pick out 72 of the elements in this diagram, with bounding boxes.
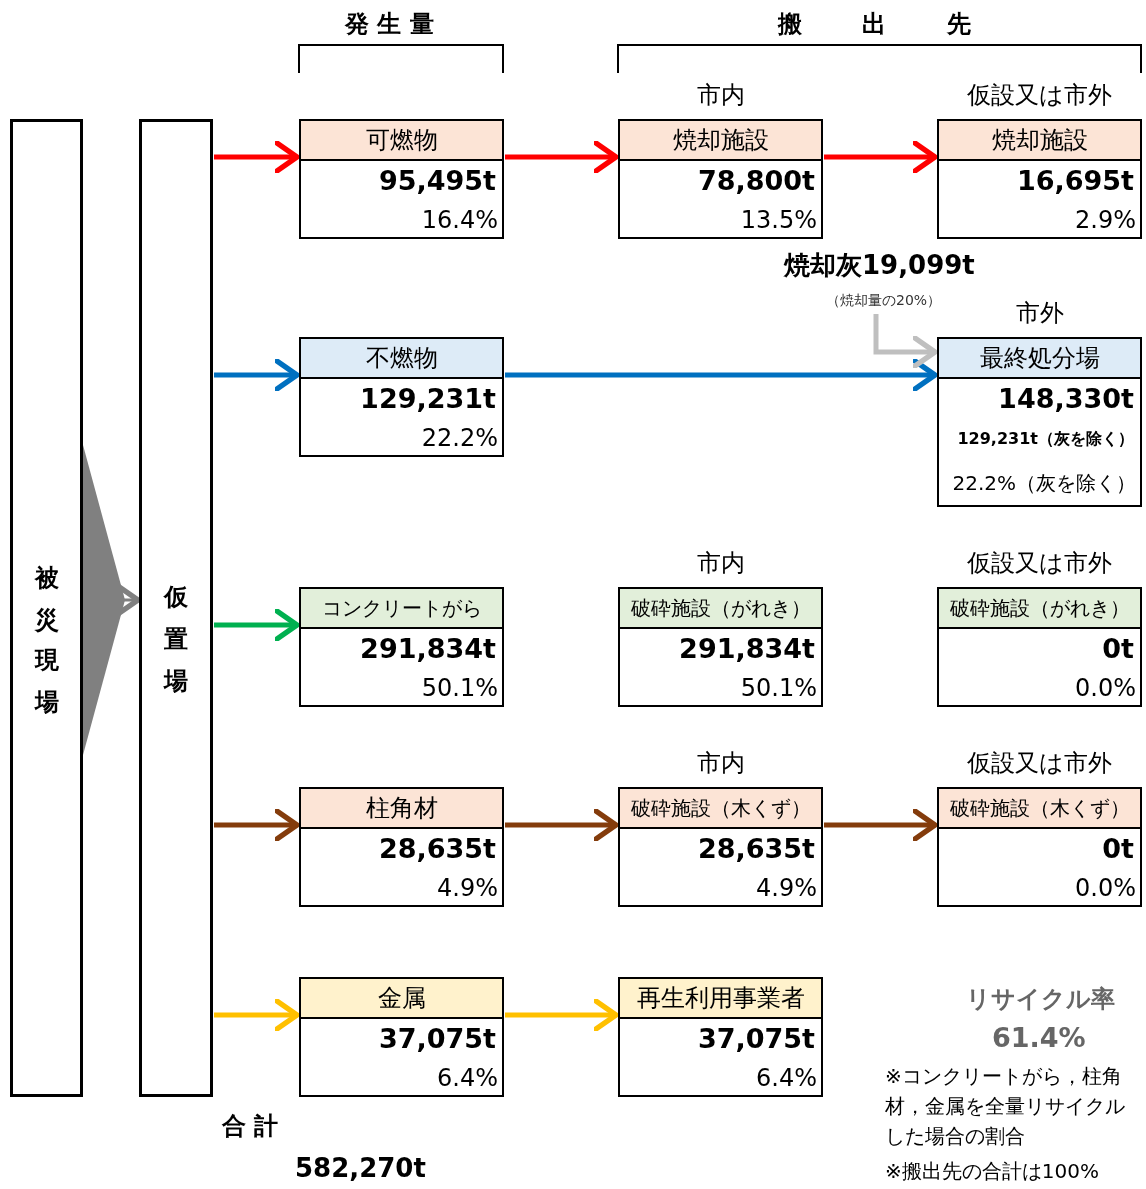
- arrow: [214, 998, 300, 1032]
- arrow: [505, 998, 619, 1032]
- category-header: 破砕施設（がれき）: [939, 589, 1140, 629]
- column-heading: 市内: [695, 80, 746, 111]
- category-header: 最終処分場: [939, 339, 1140, 379]
- percent-text: 0.0%: [1074, 673, 1137, 704]
- category-header: 不燃物: [301, 339, 502, 379]
- percent-text: 22.2%: [420, 423, 499, 454]
- category-header: 金属: [301, 979, 502, 1019]
- category-header: 破砕施設（木くず）: [620, 789, 821, 829]
- amount-text: 148,330t: [997, 382, 1135, 416]
- amount-note-text: 129,231t（灰を除く）: [956, 428, 1135, 450]
- percent-text: 0.0%: [1074, 873, 1137, 904]
- amount-text: 291,834t: [359, 632, 497, 666]
- footnote: ※搬出先の合計は100%: [885, 1158, 1099, 1185]
- ash-amount-text: 焼却灰19,099t: [784, 249, 975, 282]
- percent-text: 50.1%: [420, 673, 499, 704]
- amount-text: 0t: [1101, 632, 1135, 666]
- footnote: ※コンクリートがら，柱角材，金属を全量リサイクルした場合の割合: [885, 1063, 1126, 1150]
- percent-text: 22.2%（灰を除く）: [951, 470, 1137, 497]
- amount-text: 95,495t: [377, 164, 497, 198]
- category-header: 破砕施設（木くず）: [939, 789, 1140, 829]
- amount-text: 291,834t: [678, 632, 816, 666]
- category-header: 焼却施設: [939, 121, 1140, 161]
- amount-text: 16,695t: [1015, 164, 1135, 198]
- percent-text: 16.4%: [420, 205, 499, 236]
- amount-text: 78,800t: [696, 164, 816, 198]
- column-heading: 仮設又は市外: [966, 80, 1113, 111]
- arrow: [214, 358, 300, 392]
- amount-text: 28,635t: [377, 832, 497, 866]
- percent-text: 13.5%: [739, 205, 818, 236]
- amount-text: 37,075t: [377, 1022, 497, 1056]
- category-header: コンクリートがら: [301, 589, 502, 629]
- percent-text: 50.1%: [739, 673, 818, 704]
- column-heading: 市外: [1014, 298, 1065, 329]
- recycle-rate-value: 61.4%: [992, 1022, 1086, 1053]
- arrow: [824, 808, 938, 842]
- amount-text: 28,635t: [696, 832, 816, 866]
- column-heading: 市内: [695, 548, 746, 579]
- arrow: [214, 608, 300, 642]
- category-header: 柱角材: [301, 789, 502, 829]
- percent-text: 4.9%: [436, 873, 499, 904]
- category-header: 焼却施設: [620, 121, 821, 161]
- total-amount: 582,270t: [295, 1153, 426, 1183]
- recycle-rate-label: リサイクル率: [966, 984, 1115, 1015]
- column-heading: 仮設又は市外: [966, 748, 1113, 779]
- column-heading: 市内: [695, 748, 746, 779]
- section-heading: 搬 出 先: [778, 9, 971, 40]
- arrow: [505, 140, 619, 174]
- arrow: [873, 314, 938, 369]
- arrow: [505, 808, 619, 842]
- column-heading: 仮設又は市外: [966, 548, 1113, 579]
- ash-note-text: （焼却量の20%）: [826, 292, 942, 310]
- amount-text: 129,231t: [359, 382, 497, 416]
- total-label: 合 計: [222, 1111, 279, 1142]
- amount-text: 0t: [1101, 832, 1135, 866]
- storage-box: 仮置場: [139, 119, 213, 1097]
- chevron-arrow: [83, 449, 138, 751]
- arrow: [214, 808, 300, 842]
- percent-text: 2.9%: [1074, 205, 1137, 236]
- amount-text: 37,075t: [696, 1022, 816, 1056]
- category-header: 再生利用事業者: [620, 979, 821, 1019]
- arrow: [214, 140, 300, 174]
- percent-text: 4.9%: [755, 873, 818, 904]
- site-box: 被災現場: [10, 119, 83, 1097]
- arrow: [505, 358, 938, 392]
- percent-text: 6.4%: [436, 1063, 499, 1094]
- category-header: 可燃物: [301, 121, 502, 161]
- category-header: 破砕施設（がれき）: [620, 589, 821, 629]
- percent-text: 6.4%: [755, 1063, 818, 1094]
- section-heading: 発 生 量: [345, 9, 434, 40]
- arrow: [824, 140, 938, 174]
